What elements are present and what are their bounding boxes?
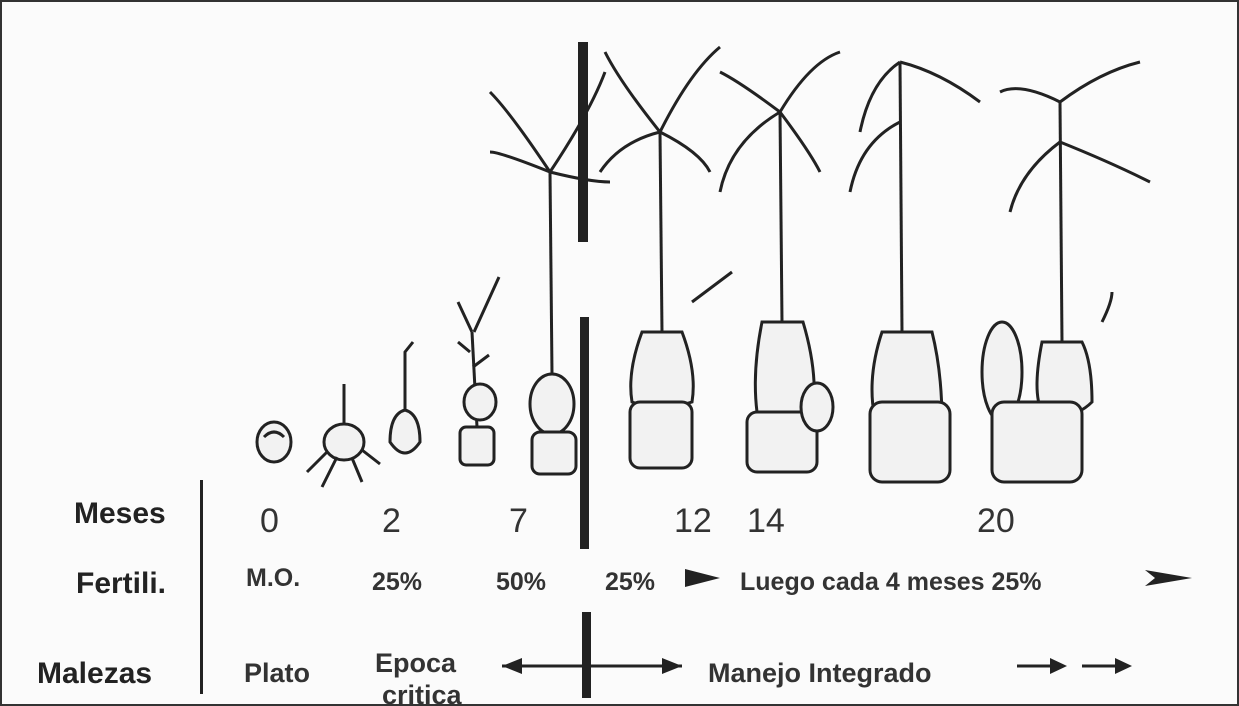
divider-lower — [580, 317, 589, 549]
weed-manejo-integrado: Manejo Integrado — [708, 660, 932, 687]
month-20: 20 — [977, 502, 1015, 541]
plant-month-0 — [257, 422, 291, 462]
month-7: 7 — [509, 502, 528, 541]
fert-month-0: M.O. — [246, 564, 300, 593]
weed-plato: Plato — [244, 660, 310, 687]
fert-after: Luego cada 4 meses 25% — [740, 568, 1042, 597]
plant-seedling — [307, 384, 380, 487]
month-14: 14 — [747, 502, 785, 541]
plant-month-7 — [490, 72, 610, 474]
fert-arrow-2 — [1145, 570, 1192, 586]
row-label-fertilization: Fertili. — [76, 567, 166, 601]
label-rule — [200, 480, 203, 694]
plant-young — [458, 277, 499, 465]
fert-arrow-1 — [685, 569, 720, 587]
weed-epoca-line2: critica — [382, 682, 462, 706]
divider-bottom — [582, 612, 591, 698]
plant-month-12 — [600, 47, 732, 468]
plant-month-14 — [720, 52, 840, 472]
plant-month-20 — [982, 62, 1150, 482]
fert-month-7: 50% — [496, 568, 546, 597]
plant-month-2 — [390, 342, 420, 453]
month-2: 2 — [382, 502, 401, 541]
month-12: 12 — [674, 502, 712, 541]
weed-epoca-line1: Epoca — [375, 650, 456, 677]
divider-upper — [578, 42, 588, 242]
fert-month-12: 25% — [605, 568, 655, 597]
row-label-months: Meses — [74, 497, 166, 531]
month-0: 0 — [260, 502, 279, 541]
fert-month-2: 25% — [372, 568, 422, 597]
row-label-weeds: Malezas — [37, 657, 152, 691]
plant-mature-group — [850, 62, 980, 482]
